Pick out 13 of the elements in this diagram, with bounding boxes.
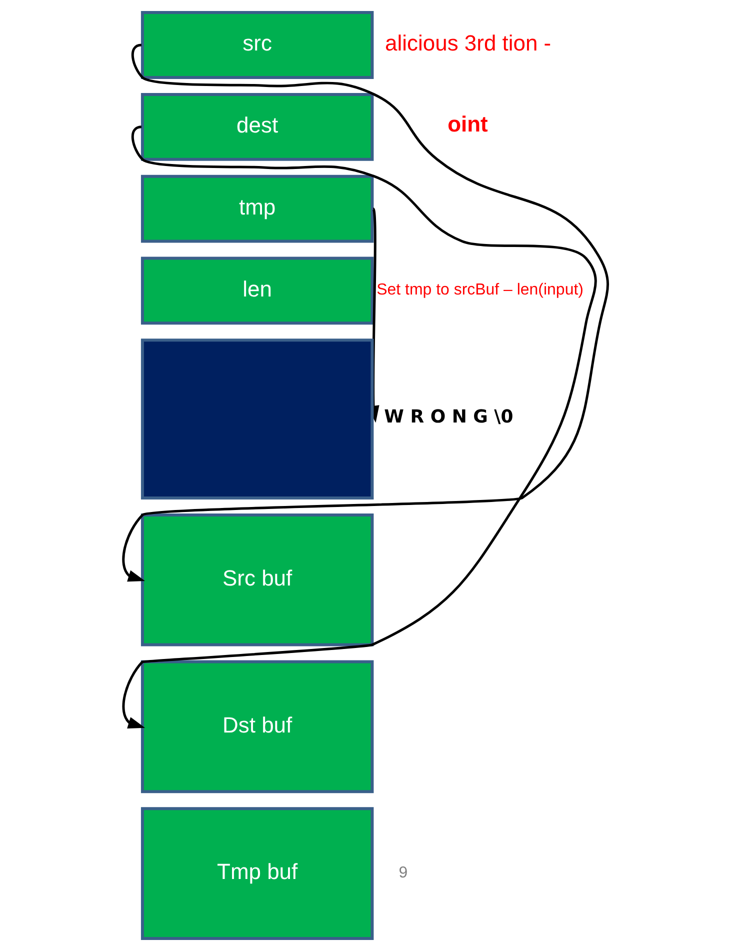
node-box: dest [140, 92, 374, 161]
node-box: src [140, 11, 374, 79]
label: 9 [398, 864, 408, 882]
node-box: Src buf [140, 513, 374, 646]
node-box: tmp [140, 174, 374, 243]
node-box: Dst buf [140, 660, 374, 794]
node-text: W R O N G \0 [384, 406, 513, 428]
label: alicious 3rd tion - [384, 30, 551, 56]
node-box [140, 338, 374, 500]
node-box: Tmp buf [140, 807, 374, 940]
node-box: len [140, 256, 374, 325]
label: oint [447, 112, 488, 136]
edge-label: Set tmp to srcBuf – len(input) [376, 282, 583, 299]
